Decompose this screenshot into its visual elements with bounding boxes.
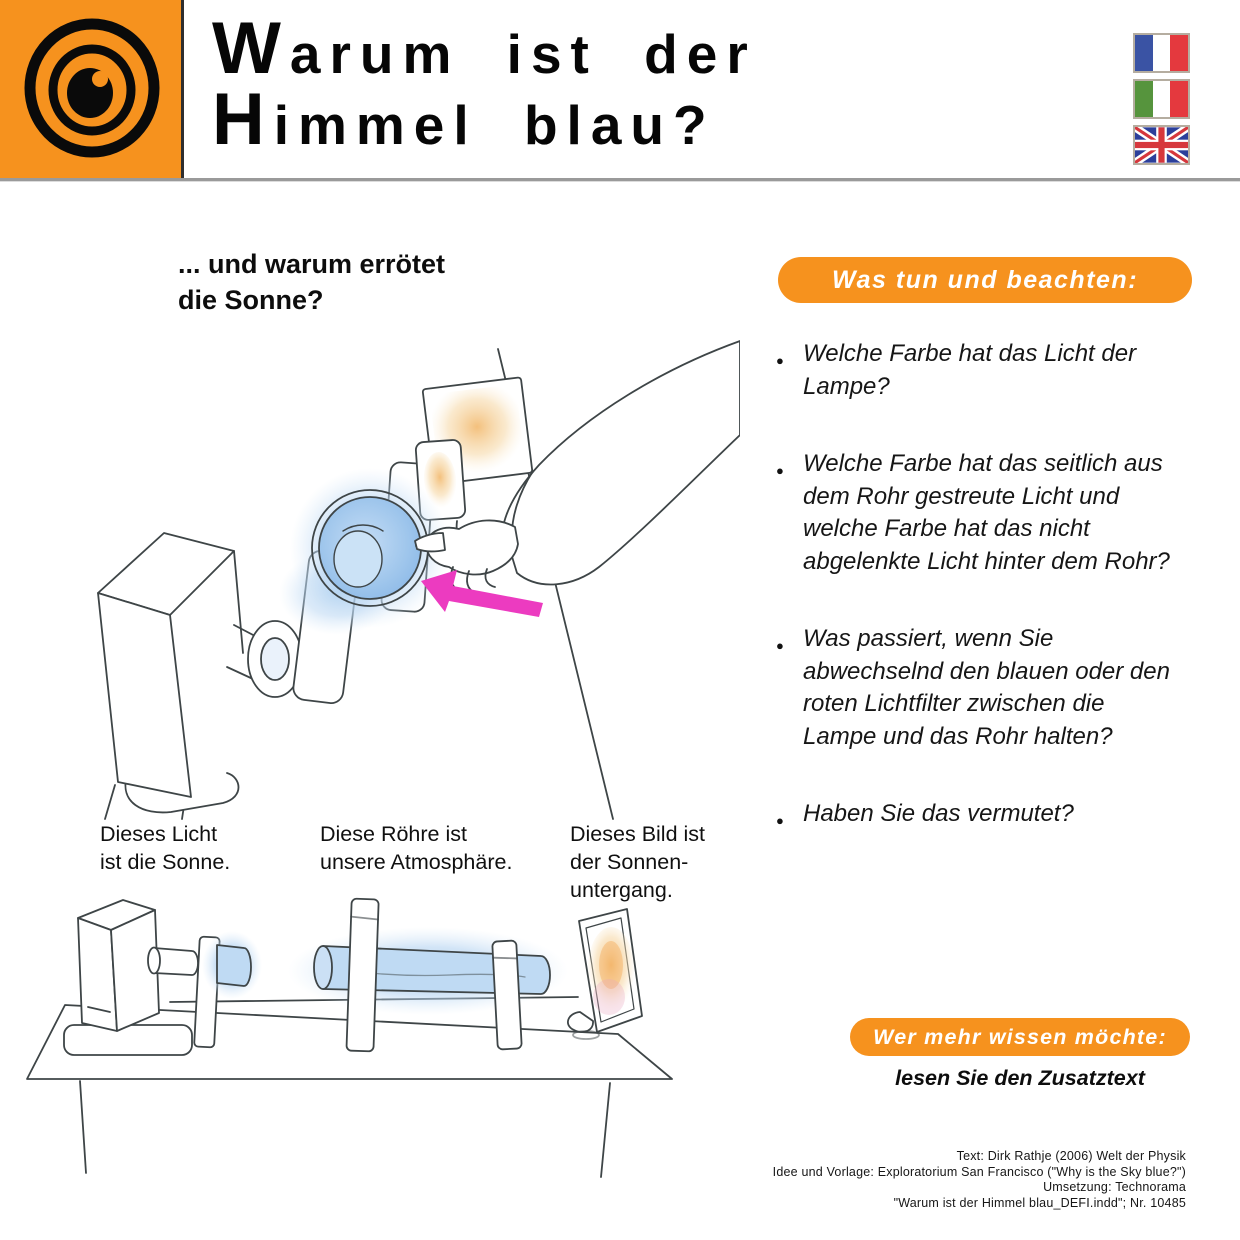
- blue-glow-tube-end: [279, 468, 450, 635]
- apparatus-table-illustration: [26, 897, 673, 1178]
- list-item: Welche Farbe hat das seitlich aus dem Ro…: [776, 448, 1178, 578]
- list-item: Haben Sie das vermutet?: [776, 798, 1178, 837]
- header-rule: [0, 178, 1240, 182]
- reaching-arm: [414, 340, 740, 594]
- blue-beam-segment: [216, 944, 252, 987]
- french-flag-icon: [1133, 33, 1190, 73]
- hand-at-tube-illustration: [97, 340, 740, 820]
- caption-lamp: Dieses Licht ist die Sonne.: [100, 822, 231, 874]
- credits-block: Text: Dirk Rathje (2006) Welt der Physik…: [773, 1149, 1186, 1211]
- more-info-subtext: lesen Sie den Zusatztext: [895, 1066, 1145, 1090]
- page-title-line1: Warum ist der: [212, 8, 757, 89]
- stand-2: [345, 897, 380, 1053]
- instructions-list: Welche Farbe hat das Licht der Lampe? We…: [776, 338, 1178, 876]
- caption-tube: Diese Röhre ist unsere Atmosphäre.: [320, 822, 513, 874]
- credit-line: Umsetzung: Technorama: [1043, 1180, 1186, 1194]
- uk-flag-icon: [1133, 125, 1190, 165]
- list-item: Was passiert, wenn Sie abwechselnd den b…: [776, 623, 1178, 753]
- magenta-arrow-icon: [421, 570, 543, 617]
- lamp-box: [63, 899, 193, 1056]
- more-info-block: Wer mehr wissen möchte: lesen Sie den Zu…: [850, 1018, 1190, 1091]
- intro-question-line2: die Sonne?: [178, 285, 324, 315]
- lamp-box: [97, 532, 244, 798]
- header-divider: [181, 0, 184, 178]
- museum-logo: [0, 0, 181, 178]
- page-title-line2: Himmel blau?: [212, 79, 716, 160]
- credit-line: Text: Dirk Rathje (2006) Welt der Physik: [956, 1149, 1186, 1163]
- intro-question: ... und warum errötet die Sonne?: [178, 246, 445, 318]
- intro-question-line1: ... und warum errötet: [178, 249, 446, 279]
- italian-flag-icon: [1133, 79, 1190, 119]
- stand-3: [491, 939, 523, 1051]
- credit-line: "Warum ist der Himmel blau_DEFI.indd"; N…: [893, 1195, 1186, 1210]
- list-item: Welche Farbe hat das Licht der Lampe?: [776, 338, 1178, 403]
- credit-line: Idee und Vorlage: Exploratorium San Fran…: [772, 1164, 1186, 1179]
- concentric-circles-icon: [24, 18, 160, 158]
- language-flags: [1133, 33, 1193, 171]
- more-info-banner: Wer mehr wissen möchte:: [850, 1018, 1190, 1056]
- caption-screen: Dieses Bild ist der Sonnen- untergang.: [570, 822, 706, 902]
- sunset-screen: [567, 908, 643, 1040]
- page-title: Warum ist der Himmel blau?: [212, 16, 757, 158]
- instructions-banner: Was tun und beachten:: [778, 257, 1192, 303]
